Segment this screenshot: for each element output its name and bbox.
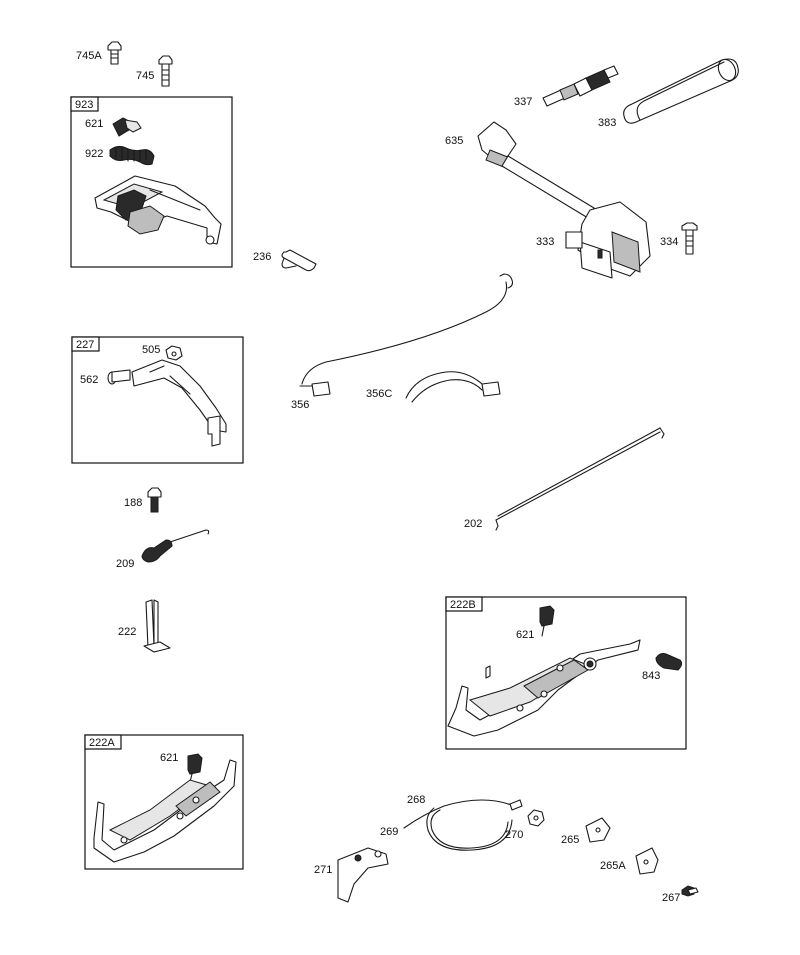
label-333: 333 [536, 236, 554, 248]
part-621-clip-b [539, 605, 555, 637]
part-621-clip-c [187, 753, 203, 783]
label-222: 222 [118, 626, 136, 638]
part-383-boot [623, 58, 739, 124]
label-334: 334 [660, 236, 678, 248]
label-268: 268 [407, 794, 425, 806]
part-222-bracket [143, 599, 171, 653]
label-209: 209 [116, 558, 134, 570]
part-227-lever [131, 359, 227, 447]
part-356c-harness [405, 371, 501, 403]
label-188: 188 [124, 497, 142, 509]
part-268-cable [403, 799, 523, 851]
part-209-spring [141, 529, 210, 563]
label-922: 922 [85, 148, 103, 160]
part-635-333-ignition-armature [477, 121, 651, 279]
label-635: 635 [445, 135, 463, 147]
part-265a-clamp [635, 847, 659, 875]
label-337: 337 [514, 96, 532, 108]
part-271-bracket [337, 847, 389, 903]
part-222a-control-bracket [93, 759, 237, 863]
label-270: 270 [505, 829, 523, 841]
label-356: 356 [291, 399, 309, 411]
label-267: 267 [662, 892, 680, 904]
part-356-wire [299, 273, 514, 397]
label-621-b: 621 [516, 629, 534, 641]
part-843-pad [655, 653, 683, 671]
kit-box-222b [445, 596, 687, 750]
label-222a: 222A [89, 737, 115, 749]
part-202-rod [495, 427, 665, 531]
label-843: 843 [642, 670, 660, 682]
part-334-screw [681, 222, 698, 255]
part-745a-bolt [107, 41, 122, 65]
part-621-clip [112, 117, 142, 137]
part-745-bolt [158, 55, 173, 87]
label-202: 202 [464, 518, 482, 530]
label-562: 562 [80, 374, 98, 386]
label-745: 745 [136, 70, 154, 82]
part-337-spark-plug [542, 65, 619, 107]
part-270-nut [527, 809, 545, 827]
label-227: 227 [76, 339, 94, 351]
label-505: 505 [142, 344, 160, 356]
label-621-c: 621 [160, 752, 178, 764]
part-267-screw [681, 885, 699, 897]
kit-box-222a [84, 734, 244, 870]
label-745a: 745A [76, 50, 102, 62]
part-562-pin [107, 369, 131, 385]
part-923-control-bracket [94, 175, 222, 245]
part-188-bolt [147, 487, 162, 513]
label-222b: 222B [450, 599, 476, 611]
part-236-link [281, 249, 317, 272]
label-356c: 356C [366, 388, 392, 400]
label-265: 265 [561, 834, 579, 846]
part-505-nut [165, 345, 183, 361]
part-222b-control-bracket [447, 639, 641, 737]
label-383: 383 [598, 117, 616, 129]
part-265-clamp [585, 817, 611, 843]
label-271: 271 [314, 864, 332, 876]
label-621-a: 621 [85, 118, 103, 130]
label-265a: 265A [600, 860, 626, 872]
label-236: 236 [253, 251, 271, 263]
kit-box-227 [71, 336, 244, 464]
label-923: 923 [75, 99, 93, 111]
label-269: 269 [380, 826, 398, 838]
part-922-spring [109, 145, 155, 166]
kit-box-923 [70, 96, 233, 268]
